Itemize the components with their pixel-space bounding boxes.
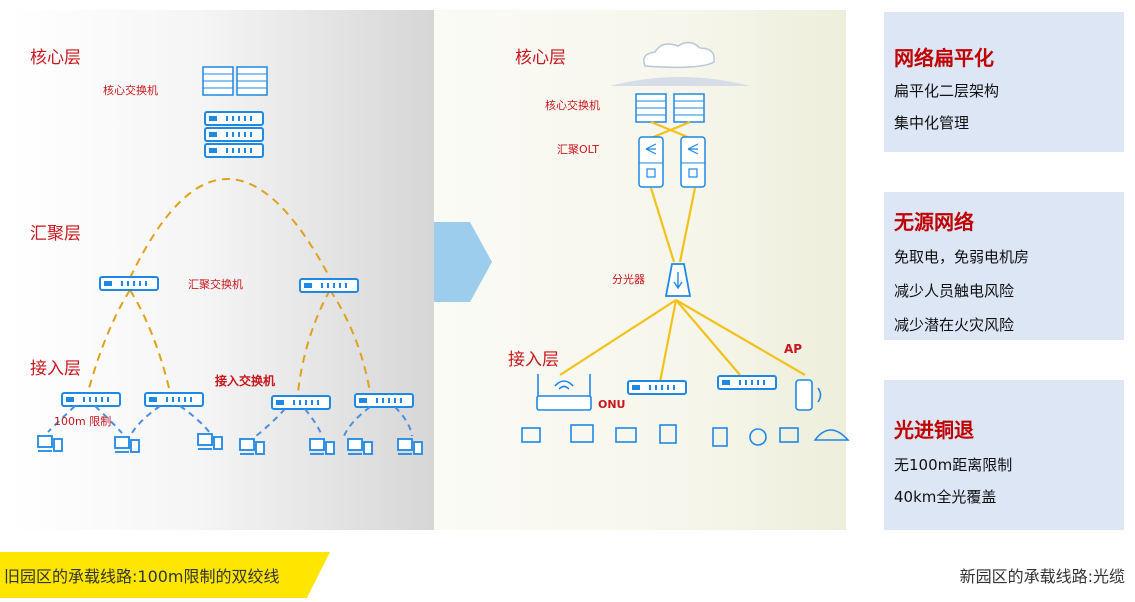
splitter-label: 分光器 (612, 273, 645, 286)
onu-label: ONU (598, 398, 626, 411)
transition-arrow-icon (434, 222, 492, 302)
old-core-layer-label: 核心层 (30, 48, 81, 68)
feature-item: 免取电，免弱电机房 (894, 248, 1030, 266)
ap-icon (795, 379, 822, 411)
old-campus-caption: 旧园区的承载线路:100m限制的双绞线 (4, 567, 280, 586)
new-fiber-links (559, 120, 806, 383)
old-aggregation-switch-label: 汇聚交换机 (188, 278, 243, 291)
new-core-racks-icon (635, 93, 705, 123)
feature-card-flat-network: 网络扁平化 扁平化二层架构 集中化管理 (884, 12, 1124, 152)
caption-highlight (0, 552, 330, 598)
feature-item: 集中化管理 (894, 114, 970, 132)
old-pc-icon (37, 433, 423, 455)
splitter-icon (664, 263, 692, 297)
feature-item: 无100m距离限制 (894, 456, 1013, 474)
feature-item: 扁平化二层架构 (894, 82, 1000, 100)
old-access-switch-label: 接入交换机 (215, 374, 276, 388)
feature-title: 网络扁平化 (894, 46, 994, 70)
new-access-layer-label: 接入层 (508, 350, 559, 370)
cloud-icon (643, 41, 715, 69)
old-core-racks-icon (202, 66, 268, 96)
ap-label: AP (784, 342, 803, 356)
old-access-cables (47, 405, 413, 437)
onu-router-icon (536, 374, 592, 411)
feature-title: 无源网络 (894, 210, 974, 234)
feature-card-passive-network: 无源网络 免取电，免弱电机房 减少人员触电风险 减少潜在火灾风险 (884, 192, 1124, 340)
feature-title: 光进铜退 (894, 418, 974, 442)
olt-label: 汇聚OLT (557, 143, 599, 156)
old-access-switch-icon (61, 392, 414, 410)
feature-item: 减少人员触电风险 (894, 282, 1015, 300)
old-core-switch-stack-icon (204, 111, 264, 158)
old-uplink-cables (87, 178, 371, 393)
new-core-layer-label: 核心层 (515, 48, 566, 68)
new-campus-caption: 新园区的承载线路:光缆 (959, 567, 1125, 586)
terminal-devices-icon (521, 424, 850, 447)
feature-card-fiber-replaces-copper: 光进铜退 无100m距离限制 40km全光覆盖 (884, 380, 1124, 530)
new-access-switch-icon (627, 375, 777, 395)
old-access-layer-label: 接入层 (30, 359, 81, 379)
feature-item: 减少潜在火灾风险 (894, 316, 1015, 334)
old-core-switch-label: 核心交换机 (103, 84, 158, 97)
new-core-switch-label: 核心交换机 (545, 99, 600, 112)
feature-item: 40km全光覆盖 (894, 488, 997, 506)
old-aggregation-layer-label: 汇聚层 (30, 224, 81, 244)
olt-icon (638, 136, 706, 188)
distance-limit-label: 100m 限制 (54, 415, 112, 428)
